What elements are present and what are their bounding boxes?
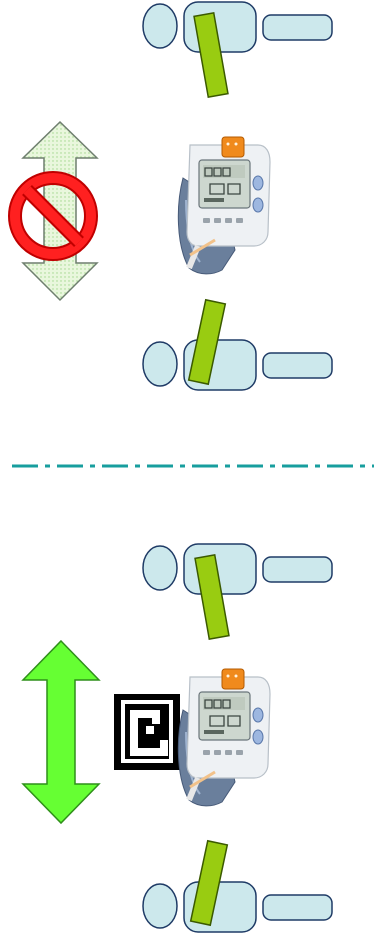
person-top-view-icon [143,882,332,932]
fiducial-marker-icon [114,694,180,770]
person-top-view-icon [143,544,332,594]
person-top-view-icon [143,2,332,97]
person-top-view-icon [143,340,332,390]
double-arrow-icon [23,641,99,823]
blood-pressure-monitor-icon [178,137,270,274]
blood-pressure-monitor-icon [178,669,270,806]
